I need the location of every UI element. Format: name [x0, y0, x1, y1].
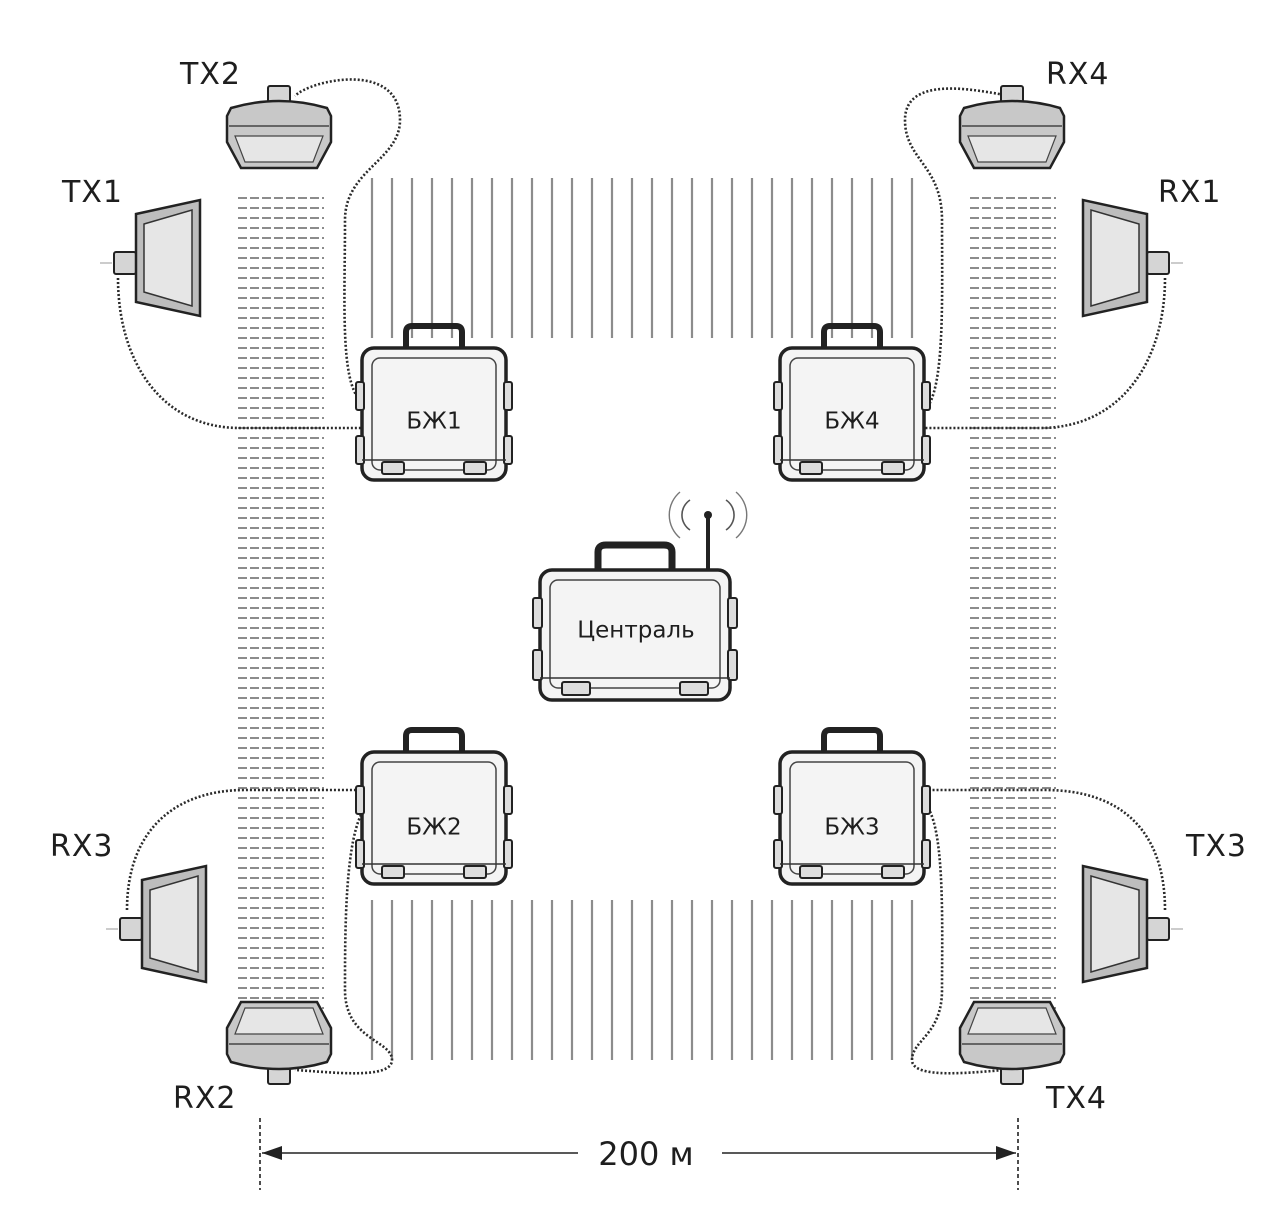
box-bzh2 [356, 730, 512, 884]
label-rx4: RX4 [1046, 57, 1109, 92]
sensor-rx1 [1083, 200, 1183, 316]
cables [116, 78, 1167, 1075]
sensor-rx2 [227, 1002, 331, 1084]
box-bzh4 [774, 326, 930, 480]
label-tx4: TX4 [1045, 1081, 1107, 1116]
label-tx1: TX1 [61, 175, 123, 210]
sensor-tx1 [98, 198, 202, 318]
box-bzh1 [356, 326, 512, 480]
label-tx2: TX2 [179, 57, 241, 92]
sensor-tx4 [960, 1002, 1064, 1084]
label-rx1: RX1 [1158, 175, 1221, 210]
sensor-rx4 [958, 84, 1066, 170]
sensor-tx3 [1083, 866, 1183, 982]
label-bzh1: БЖ1 [406, 409, 461, 435]
dimension-label: 200 м [598, 1135, 693, 1173]
label-bzh2: БЖ2 [406, 815, 461, 841]
box-bzh3 [774, 730, 930, 884]
detection-zones [238, 178, 1056, 1060]
sensor-tx2 [225, 84, 333, 170]
dimension-line: 200 м [259, 1118, 1019, 1190]
label-bzh3: БЖ3 [824, 815, 879, 841]
label-rx3: RX3 [50, 829, 113, 864]
sensor-rx3 [104, 864, 208, 984]
antenna-icon [668, 491, 748, 572]
box-central [532, 491, 748, 702]
label-tx3: TX3 [1185, 829, 1247, 864]
label-rx2: RX2 [173, 1081, 236, 1116]
label-bzh4: БЖ4 [824, 409, 879, 435]
label-central: Централь [577, 618, 694, 644]
